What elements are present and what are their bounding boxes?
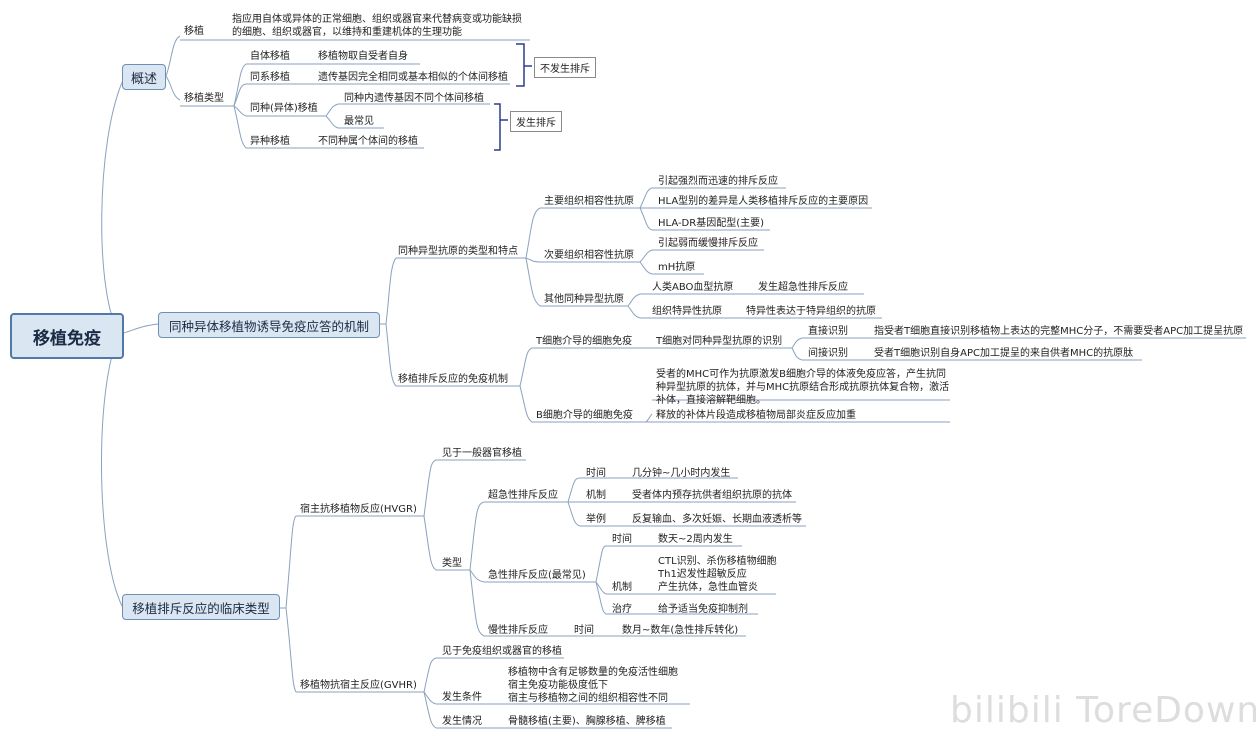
node-minor-1[interactable]: 引起弱而缓慢排斥反应 [658, 238, 758, 249]
node-hyper-time[interactable]: 几分钟~几小时内发生 [632, 468, 731, 479]
node-xenograft[interactable]: 异种移植 [250, 136, 290, 147]
node-autograft-desc[interactable]: 移植物取自受者自身 [318, 51, 408, 62]
node-chronic-time-label[interactable]: 时间 [574, 625, 594, 636]
node-rejection-mechanism[interactable]: 移植排斥反应的免疫机制 [398, 374, 508, 385]
node-acute-mech[interactable]: CTL识别、杀伤移植物细胞 Th1迟发性超敏反应 产生抗体，急性血管炎 [658, 556, 777, 593]
node-major-histocompat[interactable]: 主要组织相容性抗原 [544, 196, 634, 207]
node-acute-treat[interactable]: 给予适当免疫抑制剂 [658, 604, 748, 615]
node-allograft-common[interactable]: 最常见 [344, 116, 374, 127]
node-t-cell-immunity[interactable]: T细胞介导的细胞免疫 [536, 336, 633, 347]
topic-overview[interactable]: 概述 [122, 64, 166, 90]
node-hyper-example[interactable]: 反复输血、多次妊娠、长期血液透析等 [632, 514, 802, 525]
node-indirect-desc[interactable]: 受者T细胞识别自身APC加工提呈的来自供者MHC的抗原肽 [874, 348, 1134, 359]
node-chronic-time[interactable]: 数月~数年(急性排斥转化) [622, 625, 739, 636]
node-hyper-mech[interactable]: 受者体内预存抗供者组织抗原的抗体 [632, 490, 792, 501]
node-t-cell-recognition[interactable]: T细胞对同种异型抗原的识别 [656, 336, 783, 347]
node-allograft-desc[interactable]: 同种内遗传基因不同个体间移植 [344, 93, 484, 104]
topic-allograft-mechanism[interactable]: 同种异体移植物诱导免疫应答的机制 [158, 312, 380, 338]
node-isograft-desc[interactable]: 遗传基因完全相同或基本相似的个体间移植 [318, 72, 508, 83]
node-occurrence-desc[interactable]: 骨髓移植(主要)、胸腺移植、脾移植 [508, 716, 666, 727]
node-direct-recognition[interactable]: 直接识别 [808, 326, 848, 337]
node-major-1[interactable]: 引起强烈而迅速的排斥反应 [658, 176, 778, 187]
node-antigen-types[interactable]: 同种异型抗原的类型和特点 [398, 246, 518, 257]
node-indirect-recognition[interactable]: 间接识别 [808, 348, 848, 359]
node-allograft[interactable]: 同种(异体)移植 [250, 103, 318, 114]
watermark: bilibili ToreDown [950, 690, 1256, 731]
node-major-2[interactable]: HLA型别的差异是人类移植排斥反应的主要原因 [658, 196, 869, 207]
node-autograft[interactable]: 自体移植 [250, 51, 290, 62]
node-transplant[interactable]: 移植 [184, 26, 204, 37]
node-transplant-types[interactable]: 移植类型 [184, 93, 224, 104]
root-node[interactable]: 移植免疫 [10, 313, 124, 359]
node-minor-2[interactable]: mH抗原 [658, 262, 696, 273]
node-other-alloantigen[interactable]: 其他同种异型抗原 [544, 294, 624, 305]
node-b-cell-complement[interactable]: 释放的补体片段造成移植物局部炎症反应加重 [656, 410, 856, 421]
node-b-cell-desc[interactable]: 受者的MHC可作为抗原激发B细胞介导的体液免疫应答，产生抗同 种异型抗原的抗体，… [656, 369, 950, 406]
node-hyper-time-label[interactable]: 时间 [586, 468, 606, 479]
node-abo-desc[interactable]: 发生超急性排斥反应 [758, 282, 848, 293]
node-tissue-desc[interactable]: 特异性表达于特异组织的抗原 [746, 306, 876, 317]
node-b-cell-immunity[interactable]: B细胞介导的细胞免疫 [536, 410, 633, 421]
node-direct-desc[interactable]: 指受者T细胞直接识别移植物上表达的完整MHC分子，不需要受者APC加工提呈抗原 [874, 326, 1244, 337]
node-acute-time-label[interactable]: 时间 [612, 534, 632, 545]
node-acute-mech-label[interactable]: 机制 [612, 582, 632, 593]
node-hyperacute[interactable]: 超急性排斥反应 [488, 490, 558, 501]
node-xenograft-desc[interactable]: 不同种属个体间的移植 [318, 136, 418, 147]
node-hyper-mech-label[interactable]: 机制 [586, 490, 606, 501]
node-gvhr-seen[interactable]: 见于免疫组织或器官的移植 [442, 646, 562, 657]
node-gvhr[interactable]: 移植物抗宿主反应(GVHR) [300, 680, 417, 691]
node-hvgr-seen[interactable]: 见于一般器官移植 [442, 448, 522, 459]
topic-clinical-types[interactable]: 移植排斥反应的临床类型 [122, 594, 280, 620]
node-condition-desc[interactable]: 移植物中含有足够数量的免疫活性细胞 宿主免疫功能极度低下 宿主与移植物之间的组织… [508, 667, 678, 704]
node-minor-histocompat[interactable]: 次要组织相容性抗原 [544, 250, 634, 261]
node-types[interactable]: 类型 [442, 558, 462, 569]
node-hyper-example-label[interactable]: 举例 [586, 514, 606, 525]
callout-no-rejection[interactable]: 不发生排斥 [534, 57, 596, 78]
node-condition[interactable]: 发生条件 [442, 692, 482, 703]
node-tissue-antigen[interactable]: 组织特异性抗原 [652, 306, 722, 317]
node-isograft[interactable]: 同系移植 [250, 72, 290, 83]
node-occurrence[interactable]: 发生情况 [442, 716, 482, 727]
node-acute-time[interactable]: 数天~2周内发生 [658, 534, 733, 545]
node-acute-treat-label[interactable]: 治疗 [612, 604, 632, 615]
node-major-3[interactable]: HLA-DR基因配型(主要) [658, 218, 765, 229]
node-acute[interactable]: 急性排斥反应(最常见) [488, 570, 586, 581]
node-hvgr[interactable]: 宿主抗移植物反应(HVGR) [300, 504, 417, 515]
node-abo-antigen[interactable]: 人类ABO血型抗原 [652, 282, 734, 293]
callout-rejection[interactable]: 发生排斥 [510, 111, 562, 132]
node-transplant-definition[interactable]: 指应用自体或异体的正常细胞、组织或器官来代替病变或功能缺损 的细胞、组织或器官，… [232, 14, 522, 38]
node-chronic[interactable]: 慢性排斥反应 [488, 625, 548, 636]
